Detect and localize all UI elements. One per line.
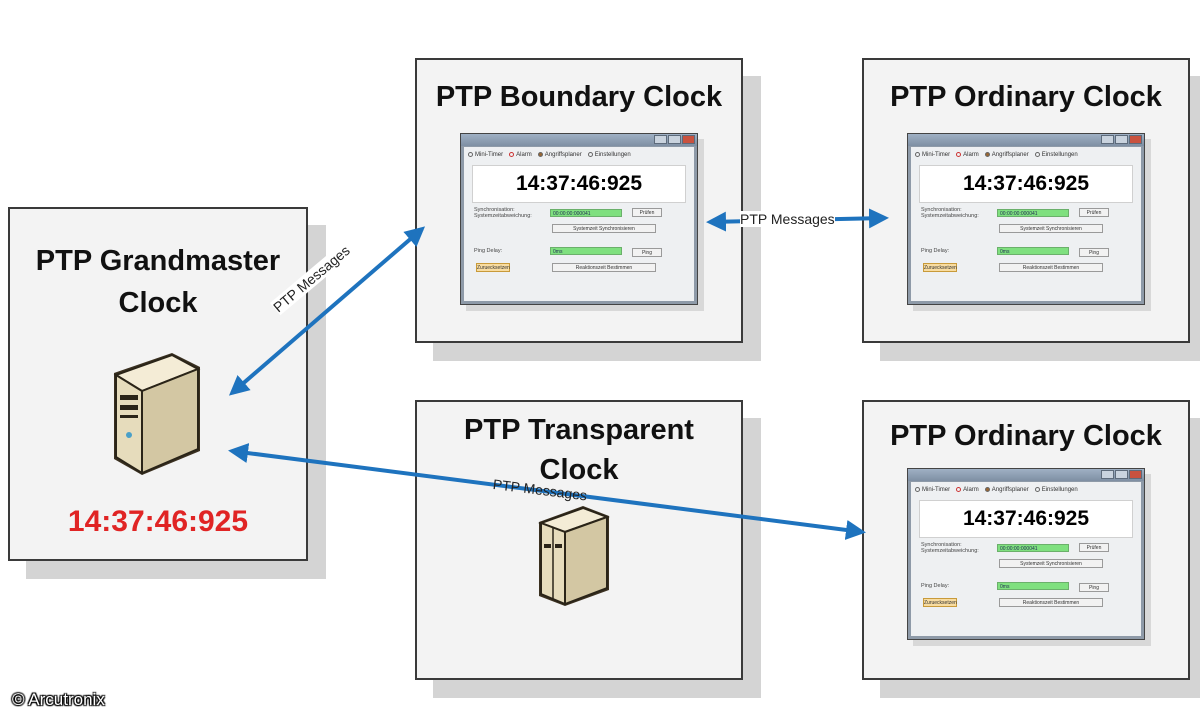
check-button[interactable]: Prüfen: [1079, 208, 1109, 217]
sync-label-1: Synchronisation:: [921, 542, 962, 548]
ping-label: Ping Delay:: [921, 248, 950, 254]
ordinary-clock-panel-bottom: PTP Ordinary Clock Mini-Timer Alarm Angr…: [862, 400, 1190, 680]
transparent-clock-title-line1: PTP Transparent: [464, 414, 694, 446]
server-tower-icon: [113, 353, 201, 475]
tab-einstellungen[interactable]: Einstellungen: [1034, 487, 1078, 493]
alarm-icon: [956, 152, 962, 157]
close-icon[interactable]: [1129, 135, 1142, 144]
planner-icon: [984, 152, 990, 157]
alarm-icon: [956, 487, 962, 492]
sync-time-button[interactable]: Systemzeit Synchronisieren: [999, 224, 1103, 233]
app-tabs: Mini-Timer Alarm Angriffsplaner Einstell…: [464, 147, 694, 162]
tab-mini-timer[interactable]: Mini-Timer: [915, 487, 950, 493]
maximize-icon[interactable]: [1115, 135, 1128, 144]
tab-angriffsplaner[interactable]: Angriffsplaner: [537, 152, 582, 158]
ping-button[interactable]: Ping: [1079, 248, 1109, 257]
radio-icon: [915, 152, 920, 157]
app-window: Mini-Timer Alarm Angriffsplaner Einstell…: [907, 133, 1145, 305]
check-button[interactable]: Prüfen: [632, 208, 662, 217]
tab-mini-timer[interactable]: Mini-Timer: [915, 152, 950, 158]
sync-time-button[interactable]: Systemzeit Synchronisieren: [552, 224, 656, 233]
tab-mini-timer[interactable]: Mini-Timer: [468, 152, 503, 158]
radio-icon: [915, 487, 920, 492]
ping-button[interactable]: Ping: [632, 248, 662, 257]
ping-value-field: 0ms: [550, 247, 622, 255]
check-button[interactable]: Prüfen: [1079, 543, 1109, 552]
alarm-icon: [509, 152, 515, 157]
sync-label-1: Synchronisation:: [921, 207, 962, 213]
tab-einstellungen[interactable]: Einstellungen: [1034, 152, 1078, 158]
settings-icon: [1034, 152, 1040, 157]
reset-button[interactable]: Zuruecksetzen: [923, 263, 957, 272]
ordinary-clock-panel-top: PTP Ordinary Clock Mini-Timer Alarm Angr…: [862, 58, 1190, 343]
boundary-clock-panel: PTP Boundary Clock Mini-Timer Alarm Angr…: [415, 58, 743, 343]
app-window-titlebar: [908, 134, 1144, 146]
copyright-notice: © Arcutronix: [12, 690, 105, 709]
settings-icon: [1034, 487, 1040, 492]
sync-label-1: Synchronisation:: [474, 207, 515, 213]
sync-value-field: 00:00:00:000041: [550, 209, 622, 217]
ping-value-field: 0ms: [997, 247, 1069, 255]
sync-label-2: Systemzeitabweichung:: [474, 213, 532, 219]
sync-label-2: Systemzeitabweichung:: [921, 213, 979, 219]
maximize-icon[interactable]: [1115, 470, 1128, 479]
ping-value-field: 0ms: [997, 582, 1069, 590]
ordinary-clock-title-bottom: PTP Ordinary Clock: [890, 420, 1162, 452]
sync-value-field: 00:00:00:000041: [997, 544, 1069, 552]
clock-display: 14:37:46:925: [919, 165, 1133, 203]
ping-label: Ping Delay:: [474, 248, 503, 254]
minimize-icon[interactable]: [1101, 135, 1114, 144]
reset-button[interactable]: Zuruecksetzen: [476, 263, 510, 272]
arrow-label-boundary-ordinary: PTP Messages: [740, 211, 835, 227]
close-icon[interactable]: [682, 135, 695, 144]
sync-value-field: 00:00:00:000041: [997, 209, 1069, 217]
reaction-time-button[interactable]: Reaktionszeit Bestimmen: [999, 263, 1103, 272]
clock-display: 14:37:46:925: [919, 500, 1133, 538]
app-tabs: Mini-Timer Alarm Angriffsplaner Einstell…: [911, 147, 1141, 162]
boundary-clock-title: PTP Boundary Clock: [435, 81, 723, 113]
reaction-time-button[interactable]: Reaktionszeit Bestimmen: [999, 598, 1103, 607]
reset-button[interactable]: Zuruecksetzen: [923, 598, 957, 607]
planner-icon: [537, 152, 543, 157]
tab-angriffsplaner[interactable]: Angriffsplaner: [984, 487, 1029, 493]
sync-label-2: Systemzeitabweichung:: [921, 548, 979, 554]
app-window: Mini-Timer Alarm Angriffsplaner Einstell…: [907, 468, 1145, 640]
settings-icon: [587, 152, 593, 157]
minimize-icon[interactable]: [1101, 470, 1114, 479]
reaction-time-button[interactable]: Reaktionszeit Bestimmen: [552, 263, 656, 272]
app-window-titlebar: [908, 469, 1144, 481]
radio-icon: [468, 152, 473, 157]
tab-alarm[interactable]: Alarm: [956, 152, 979, 158]
ping-button[interactable]: Ping: [1079, 583, 1109, 592]
ping-label: Ping Delay:: [921, 583, 950, 589]
arrow-gm-ordinary: [228, 443, 866, 540]
app-tabs: Mini-Timer Alarm Angriffsplaner Einstell…: [911, 482, 1141, 497]
minimize-icon[interactable]: [654, 135, 667, 144]
maximize-icon[interactable]: [668, 135, 681, 144]
app-window-titlebar: [461, 134, 697, 146]
close-icon[interactable]: [1129, 470, 1142, 479]
planner-icon: [984, 487, 990, 492]
grandmaster-title-line2: Clock: [118, 287, 198, 319]
tab-einstellungen[interactable]: Einstellungen: [587, 152, 631, 158]
ordinary-clock-title-top: PTP Ordinary Clock: [890, 81, 1162, 113]
app-window: Mini-Timer Alarm Angriffsplaner Einstell…: [460, 133, 698, 305]
sync-time-button[interactable]: Systemzeit Synchronisieren: [999, 559, 1103, 568]
tab-alarm[interactable]: Alarm: [956, 487, 979, 493]
arrow-gm-boundary: [228, 226, 426, 396]
clock-display: 14:37:46:925: [472, 165, 686, 203]
grandmaster-time: 14:37:46:925: [67, 505, 249, 538]
tab-angriffsplaner[interactable]: Angriffsplaner: [984, 152, 1029, 158]
tab-alarm[interactable]: Alarm: [509, 152, 532, 158]
